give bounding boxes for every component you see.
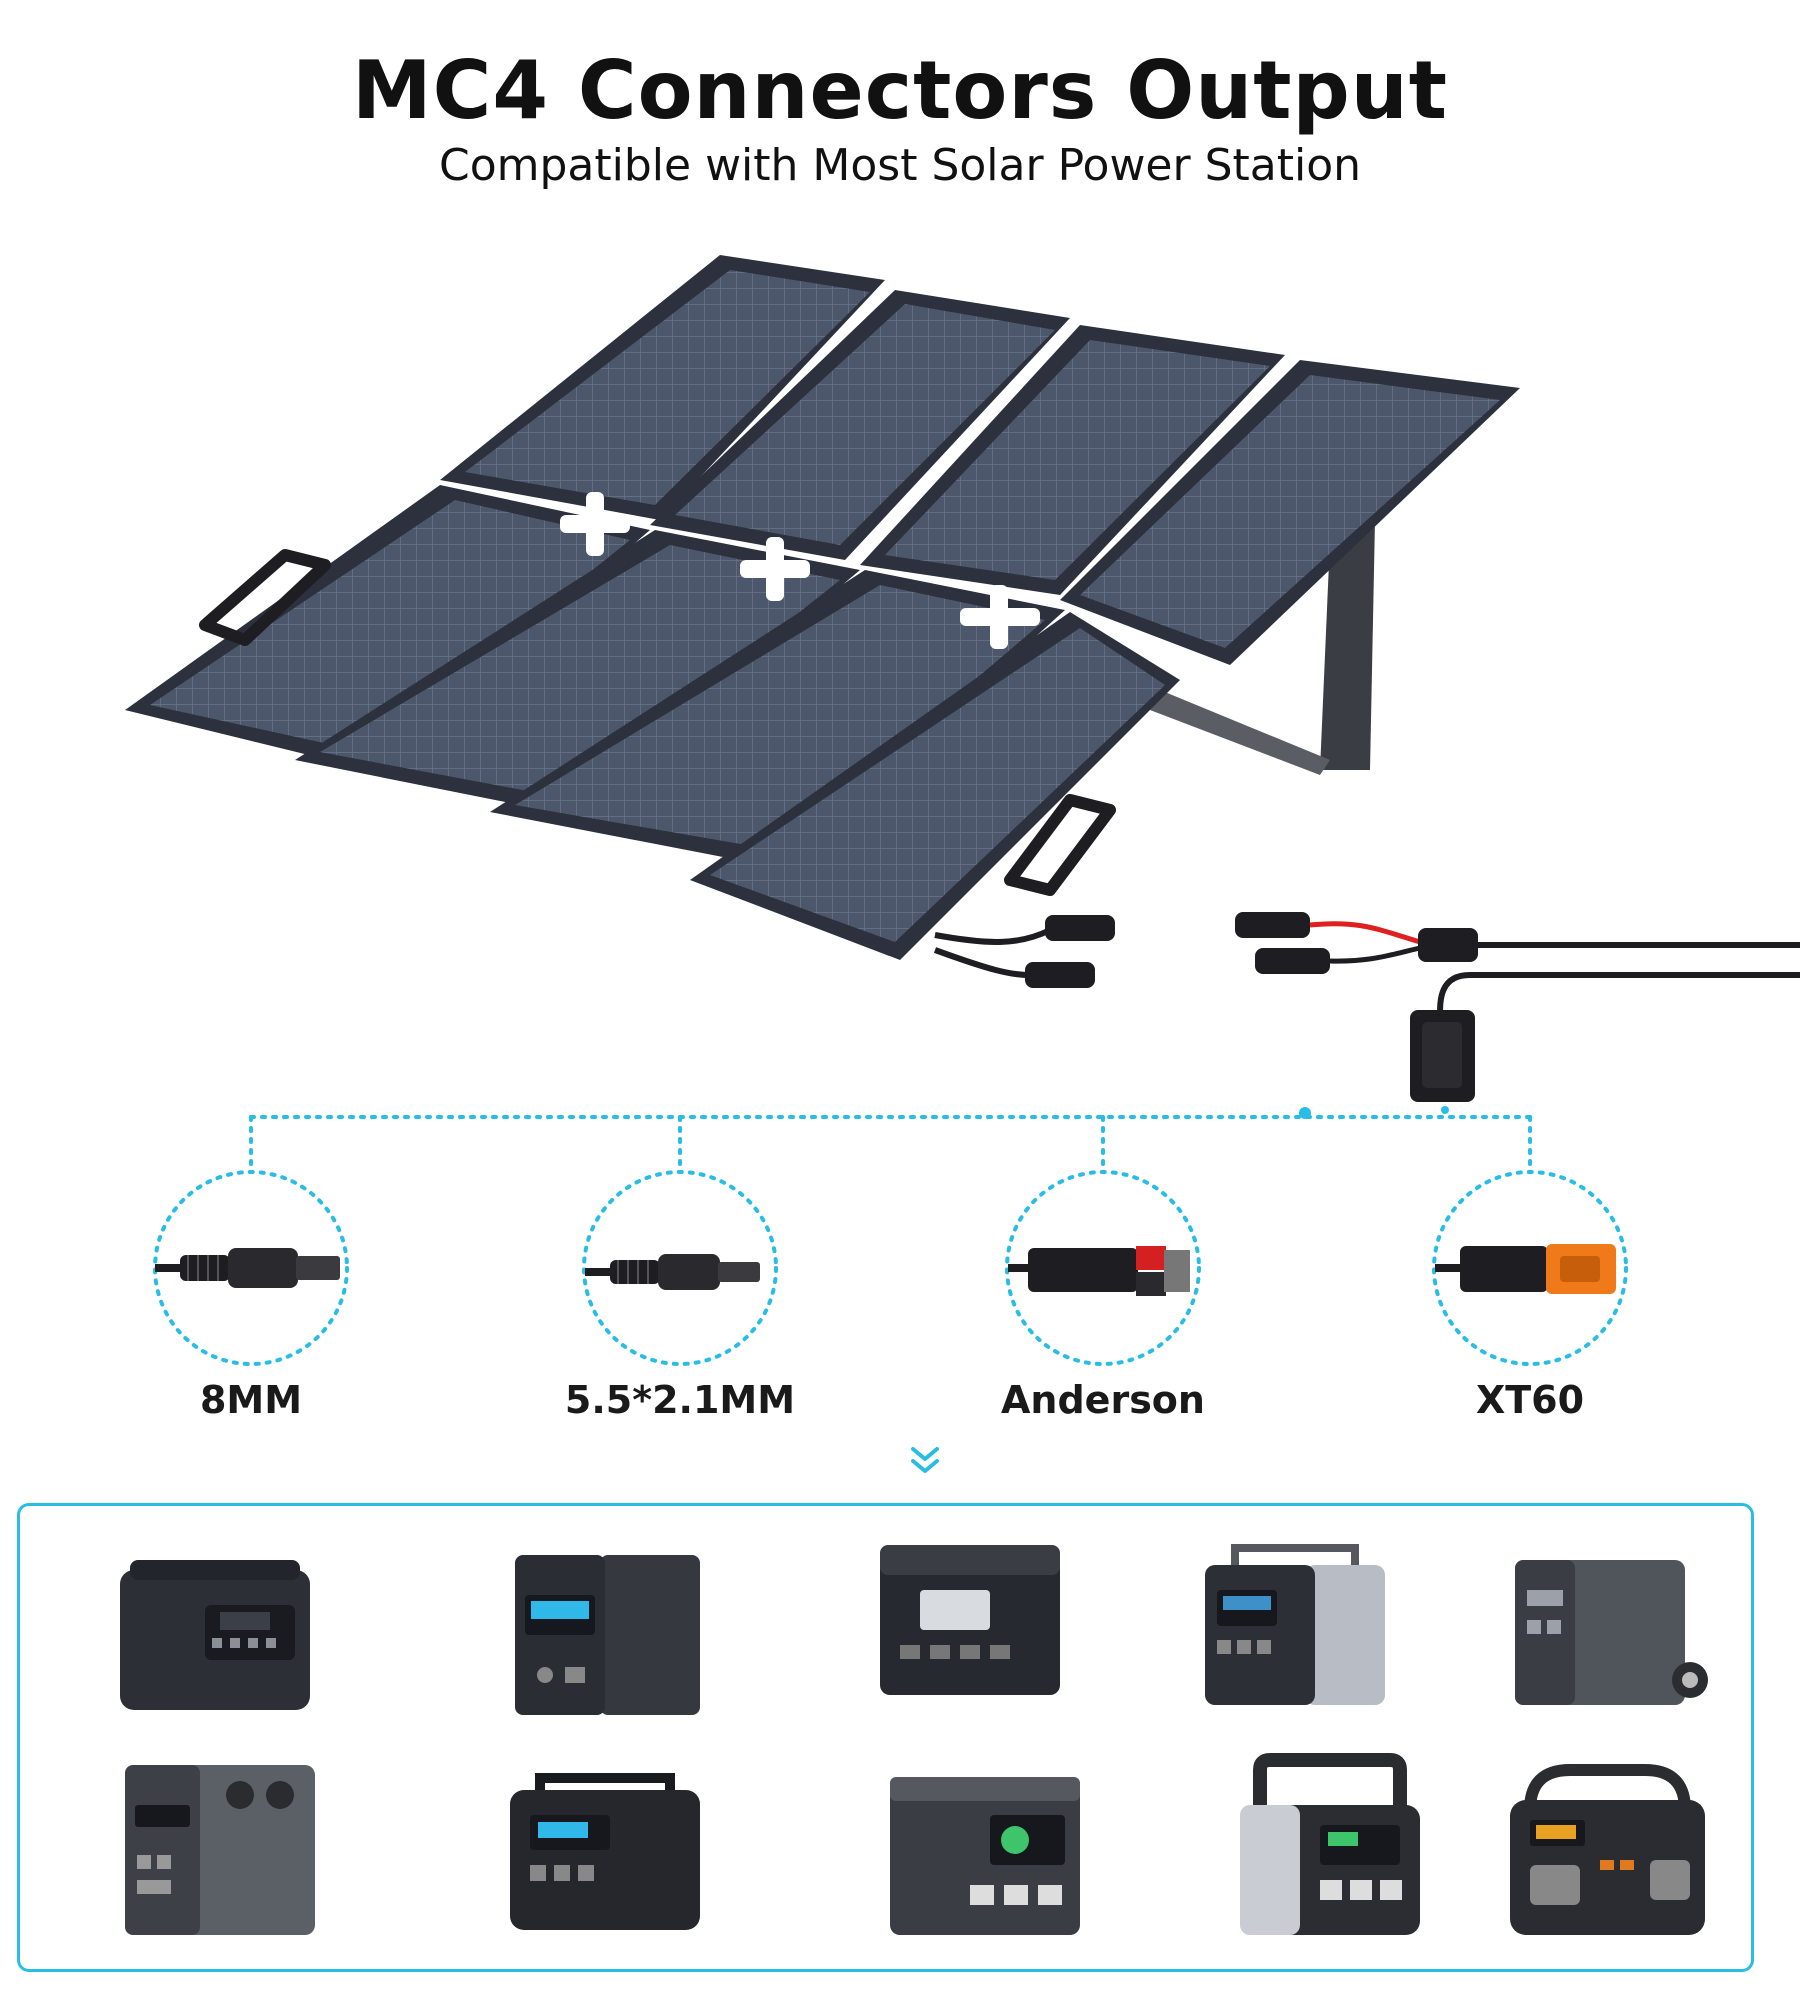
panel-hinge-crosses — [560, 492, 1040, 649]
connector-label-xt60: XT60 — [1475, 1378, 1585, 1422]
power-station-6 — [125, 1765, 315, 1935]
power-station-8 — [890, 1777, 1080, 1935]
power-station-1 — [120, 1560, 310, 1710]
panel-handle-left — [199, 549, 331, 646]
compatible-devices-panel — [17, 1503, 1754, 1972]
connector-label-8mm: 8MM — [199, 1378, 303, 1422]
dc-barrel-5521-plug-icon — [585, 1254, 760, 1290]
power-station-5 — [1515, 1560, 1708, 1705]
connector-distribution-tree — [153, 1115, 1628, 1366]
chevron-down-icon — [911, 1447, 939, 1473]
page-subtitle: Compatible with Most Solar Power Station — [438, 140, 1362, 191]
anderson-plug-icon — [1008, 1246, 1190, 1296]
connector-label-5521: 5.5*2.1MM — [564, 1378, 796, 1422]
page-title: MC4 Connectors Output — [352, 44, 1448, 137]
xt60-plug-icon — [1435, 1244, 1616, 1294]
power-station-3 — [880, 1545, 1060, 1695]
kickstand — [1320, 520, 1375, 770]
dc-barrel-8mm-plug-icon — [155, 1248, 340, 1288]
power-station-10 — [1510, 1764, 1705, 1935]
connector-label-anderson: Anderson — [1001, 1378, 1205, 1422]
power-station-2 — [515, 1555, 700, 1715]
power-station-9 — [1240, 1753, 1420, 1935]
mc4-adapter-cable — [1235, 912, 1800, 1102]
power-station-4 — [1205, 1544, 1385, 1705]
panel-handle-right — [1004, 794, 1116, 896]
power-station-7 — [510, 1773, 700, 1930]
mc4-connector-panel-side — [1025, 915, 1115, 988]
solar-panel-illustration — [125, 255, 1800, 1366]
